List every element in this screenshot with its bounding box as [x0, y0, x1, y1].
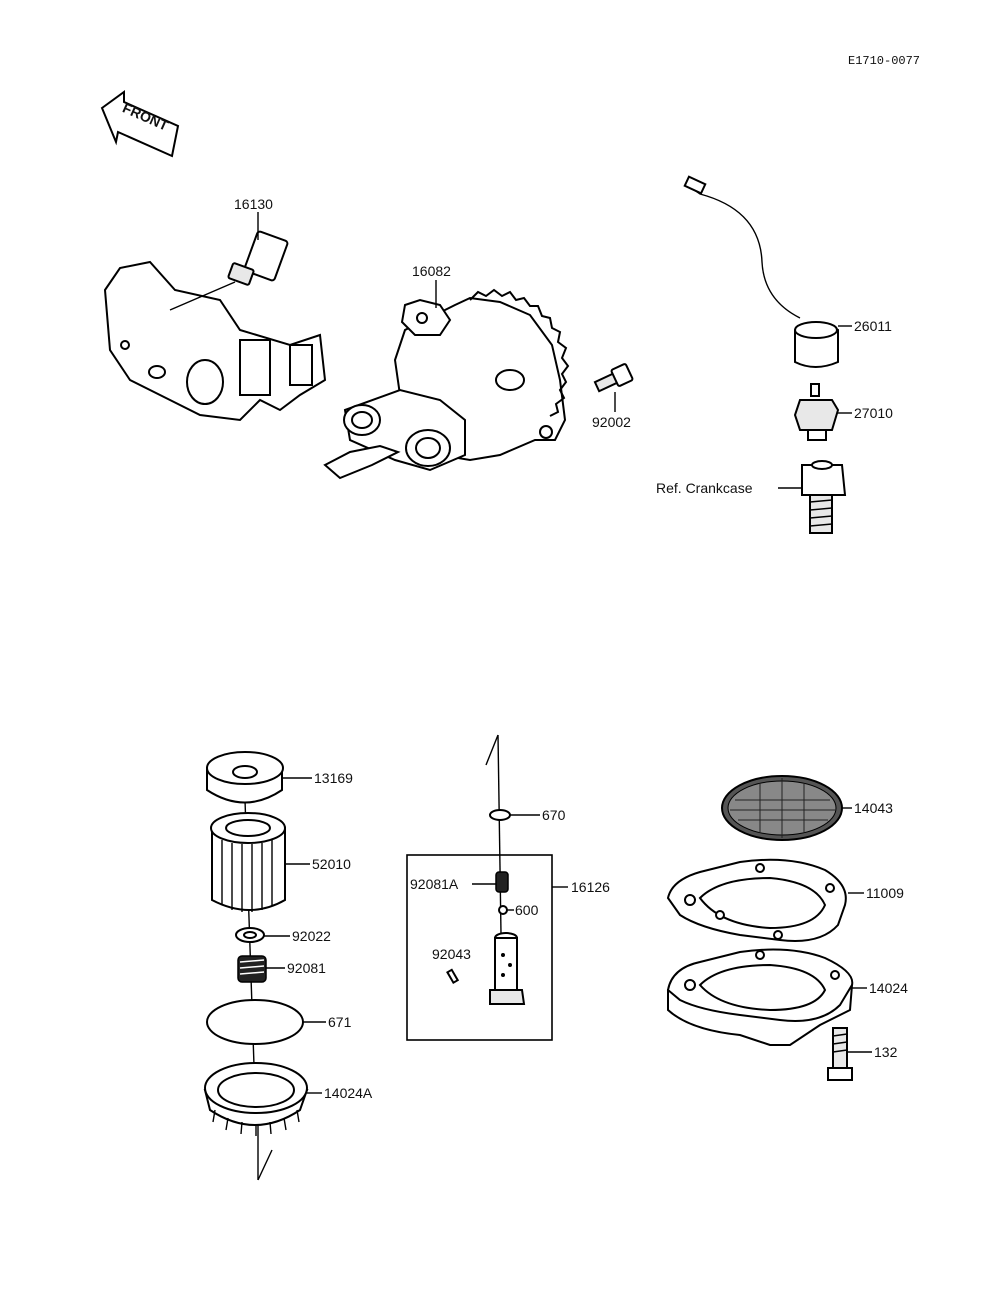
label-11009: 11009	[866, 885, 904, 901]
label-671: 671	[328, 1014, 352, 1030]
label-92002: 92002	[592, 414, 631, 430]
part-92081A-spring-illustration	[495, 871, 509, 893]
label-14043: 14043	[854, 800, 893, 816]
part-671-o-ring-illustration	[206, 999, 304, 1045]
label-16126: 16126	[571, 879, 610, 895]
part-27010-pressure-switch-illustration	[793, 383, 840, 441]
label-27010: 27010	[854, 405, 893, 421]
label-52010: 52010	[312, 856, 351, 872]
label-670: 670	[542, 807, 566, 823]
label-26011: 26011	[854, 318, 892, 334]
part-92022-washer-illustration	[235, 927, 265, 943]
part-92081-spring-illustration	[237, 955, 267, 983]
label-13169: 13169	[314, 770, 353, 786]
label-14024A: 14024A	[324, 1085, 373, 1101]
part-11009-gasket-illustration	[666, 858, 847, 942]
part-16130-illustration	[227, 230, 289, 286]
part-92002-bolt-illustration	[593, 363, 634, 393]
assembly-16126-box	[406, 854, 553, 1041]
part-26011-switch-cap-illustration	[683, 175, 839, 368]
part-14043-strainer-screen-illustration	[721, 775, 843, 841]
label-92081A: 92081A	[410, 876, 459, 892]
part-13169-cover-illustration	[206, 751, 284, 804]
part-14024-cover-illustration	[666, 948, 854, 1046]
part-16082-oil-pump-illustration	[323, 288, 570, 480]
part-92043-pin-illustration	[446, 968, 460, 985]
part-600-ball-illustration	[498, 905, 508, 915]
label-16130: 16130	[234, 196, 273, 212]
label-ref-crankcase: Ref. Crankcase	[656, 480, 753, 496]
diagram-code: E1710-0077	[848, 54, 920, 68]
label-600: 600	[515, 902, 539, 918]
label-132: 132	[874, 1044, 898, 1060]
part-14024A-filter-cover-illustration	[203, 1062, 309, 1136]
label-92043: 92043	[432, 946, 471, 962]
part-670-o-ring-illustration	[489, 809, 511, 821]
label-92081: 92081	[287, 960, 326, 976]
part-132-bolt-illustration	[827, 1027, 853, 1081]
label-14024: 14024	[869, 980, 908, 996]
part-relief-valve-body-illustration	[489, 932, 526, 1005]
label-16082: 16082	[412, 263, 451, 279]
front-arrow-icon: FRONT	[100, 90, 180, 158]
crankcase-section-illustration	[103, 260, 327, 422]
part-52010-oil-filter-illustration	[210, 812, 286, 912]
label-92022: 92022	[292, 928, 331, 944]
ref-crankcase-fitting-illustration	[801, 460, 847, 534]
